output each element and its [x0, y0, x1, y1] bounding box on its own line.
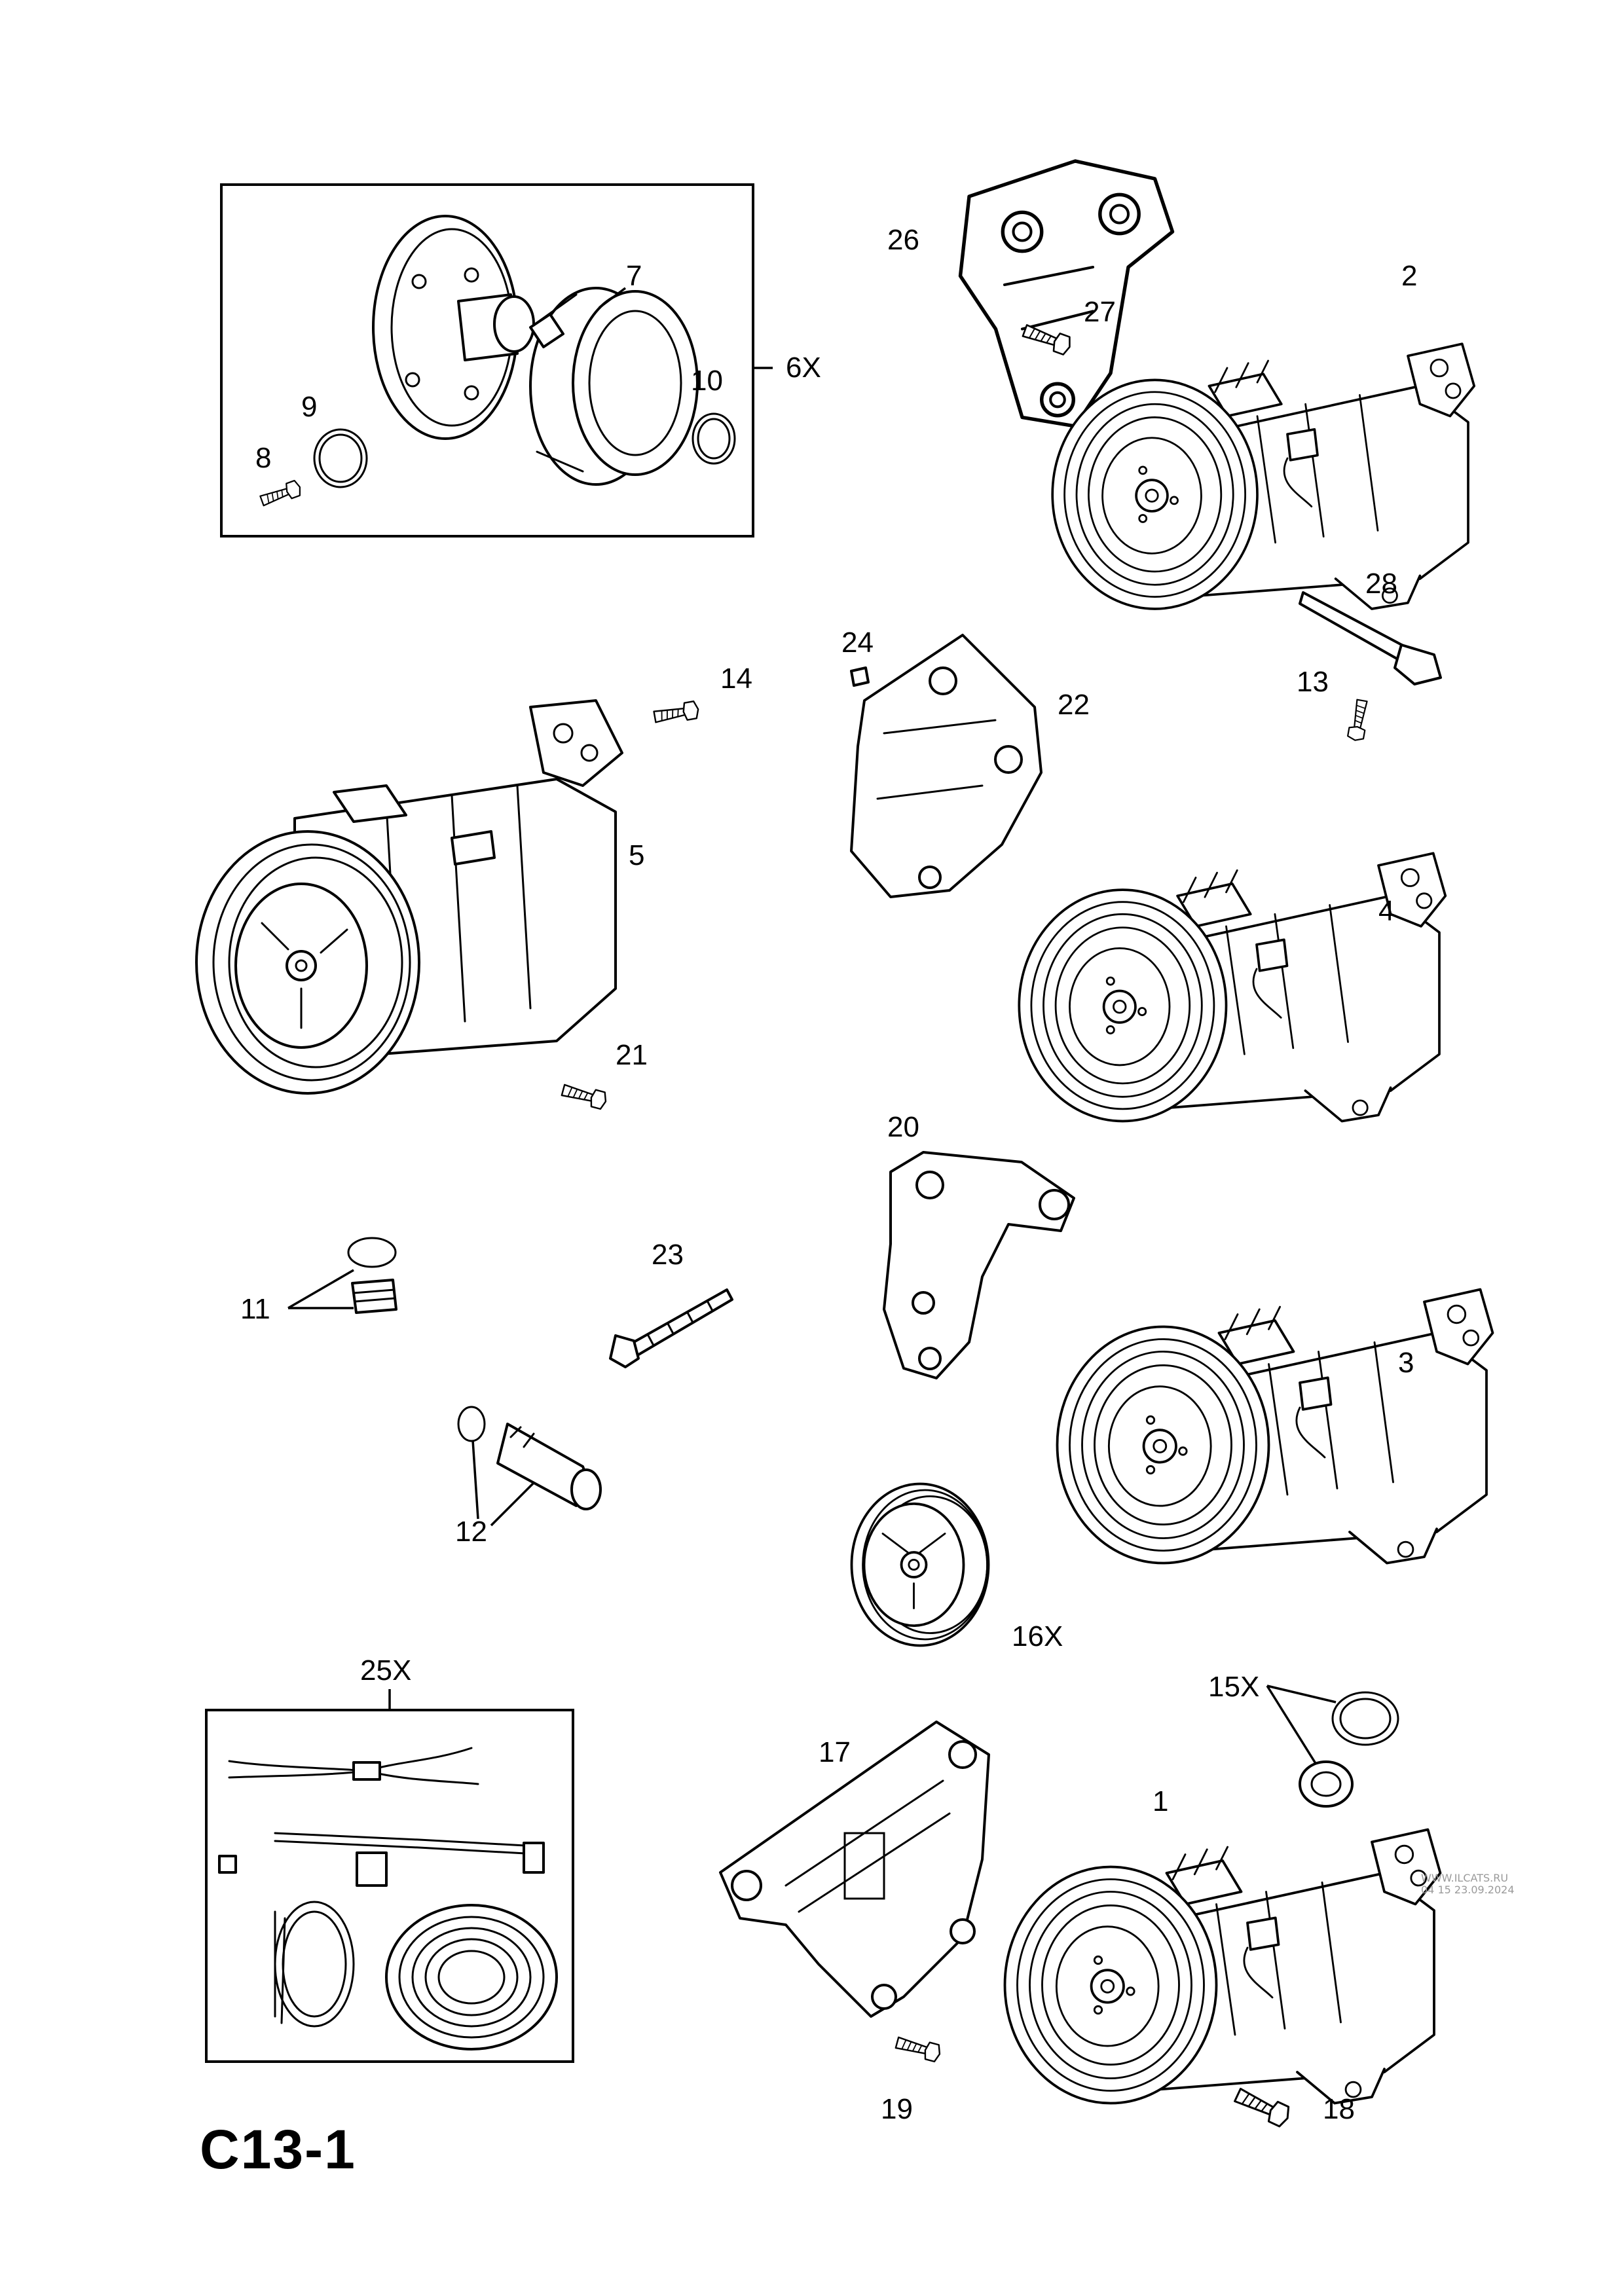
bolt-21: [560, 1081, 609, 1111]
callout-7: 7: [626, 260, 642, 292]
sheet-code: C13-1: [200, 2119, 356, 2180]
callout-9: 9: [301, 391, 318, 423]
callout-17: 17: [819, 1736, 851, 1768]
bolt-13: [1346, 698, 1371, 742]
watermark: WWW.ILCATS.RU 04 15 23.09.2024: [1421, 1872, 1515, 1896]
compressor-1: [1003, 1828, 1442, 2105]
callout-6X: 6X: [786, 352, 821, 384]
bracket-17: [719, 1721, 990, 2018]
callout-5: 5: [629, 839, 645, 871]
bolt-23: [609, 1288, 733, 1368]
compressor-5: [195, 699, 623, 1095]
callout-24: 24: [841, 627, 874, 659]
callout-16X: 16X: [1012, 1620, 1063, 1652]
callout-19: 19: [881, 2093, 913, 2125]
compressor-2: [1051, 342, 1476, 610]
callout-21: 21: [616, 1039, 648, 1071]
snap-ring: [313, 428, 368, 488]
callout-3: 3: [1398, 1347, 1414, 1379]
callout-23: 23: [652, 1239, 684, 1271]
clutch-kit-group: [220, 183, 773, 538]
callout-2: 2: [1401, 260, 1418, 292]
circlip: [692, 412, 736, 465]
callout-8: 8: [255, 442, 272, 474]
bolt-14: [652, 700, 701, 727]
seal-kit-15X: [1266, 1685, 1399, 1808]
callout-25X: 25X: [360, 1654, 412, 1686]
bolt-8: [258, 479, 304, 509]
callout-13: 13: [1297, 666, 1329, 698]
compressor-4: [1018, 852, 1447, 1123]
callout-27: 27: [1084, 296, 1116, 328]
pressure-valve-12: [457, 1406, 602, 1527]
watermark-line-2: 04 15 23.09.2024: [1421, 1884, 1515, 1896]
clutch-plate: [372, 215, 535, 440]
callout-14: 14: [720, 663, 752, 695]
pulley-16X: [850, 1482, 990, 1647]
bracket-22: [850, 634, 1043, 898]
callout-20: 20: [887, 1111, 919, 1143]
callout-4: 4: [1378, 895, 1395, 927]
callout-1: 1: [1153, 1785, 1169, 1817]
bolt-19: [894, 2033, 943, 2064]
callout-10: 10: [691, 365, 723, 397]
callout-22: 22: [1058, 689, 1090, 721]
plug-11: [287, 1237, 397, 1314]
bolt-28: [1299, 591, 1442, 685]
bracket-20: [883, 1151, 1075, 1379]
wiring-kit-group: [205, 1689, 574, 2063]
compressor-3: [1056, 1288, 1494, 1565]
callout-18: 18: [1323, 2093, 1355, 2125]
callout-12: 12: [455, 1516, 487, 1548]
watermark-line-1: WWW.ILCATS.RU: [1421, 1872, 1509, 1884]
bolt-18: [1232, 2084, 1293, 2129]
callout-15X: 15X: [1208, 1671, 1260, 1703]
dowel-24: [850, 666, 870, 687]
clutch-kit-frame: [220, 183, 754, 538]
clutch-coil: [529, 287, 699, 486]
callout-28: 28: [1365, 568, 1397, 600]
wiring-kit-frame: [205, 1709, 574, 2063]
callout-11: 11: [240, 1293, 270, 1325]
callout-26: 26: [887, 224, 919, 256]
